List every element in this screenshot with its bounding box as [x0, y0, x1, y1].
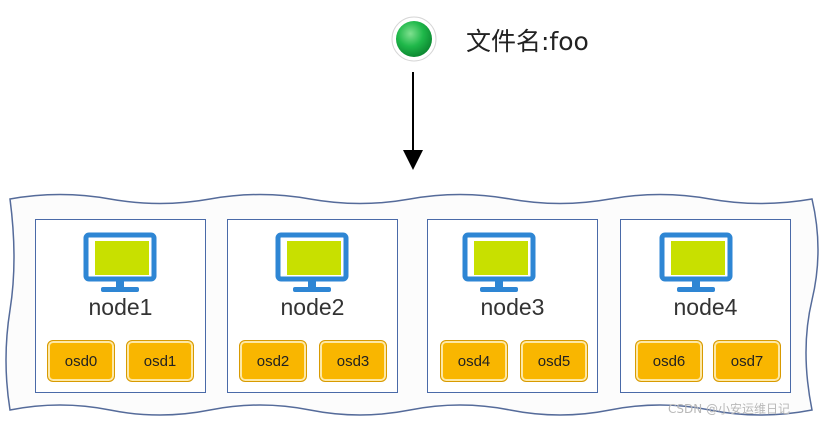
node-box-2: node2 osd2 osd3 — [227, 219, 398, 393]
osd-badge: osd2 — [239, 340, 307, 382]
osd-badge: osd7 — [713, 340, 781, 382]
node-box-3: node3 osd4 osd5 — [427, 219, 598, 393]
monitor-icon — [275, 232, 349, 292]
osd-badge: osd0 — [47, 340, 115, 382]
osd-badge: osd3 — [319, 340, 387, 382]
node-box-4: node4 osd6 osd7 — [620, 219, 791, 393]
monitor-icon — [462, 232, 536, 292]
monitor-icon — [83, 232, 157, 292]
node-name: node3 — [480, 294, 545, 320]
osd-badge: osd6 — [635, 340, 703, 382]
node-name: node1 — [88, 294, 153, 320]
node-name: node2 — [280, 294, 345, 320]
cluster-frame — [5, 193, 819, 416]
green-circle-icon — [396, 21, 432, 57]
file-name-label: 文件名:foo — [466, 27, 589, 56]
osd-badge: osd1 — [126, 340, 194, 382]
monitor-icon — [659, 232, 733, 292]
watermark-text: CSDN @小安运维日记 — [668, 402, 791, 416]
node-name: node4 — [673, 294, 738, 320]
node-box-1: node1 osd0 osd1 — [35, 219, 206, 393]
osd-badge: osd5 — [520, 340, 588, 382]
osd-badge: osd4 — [440, 340, 508, 382]
